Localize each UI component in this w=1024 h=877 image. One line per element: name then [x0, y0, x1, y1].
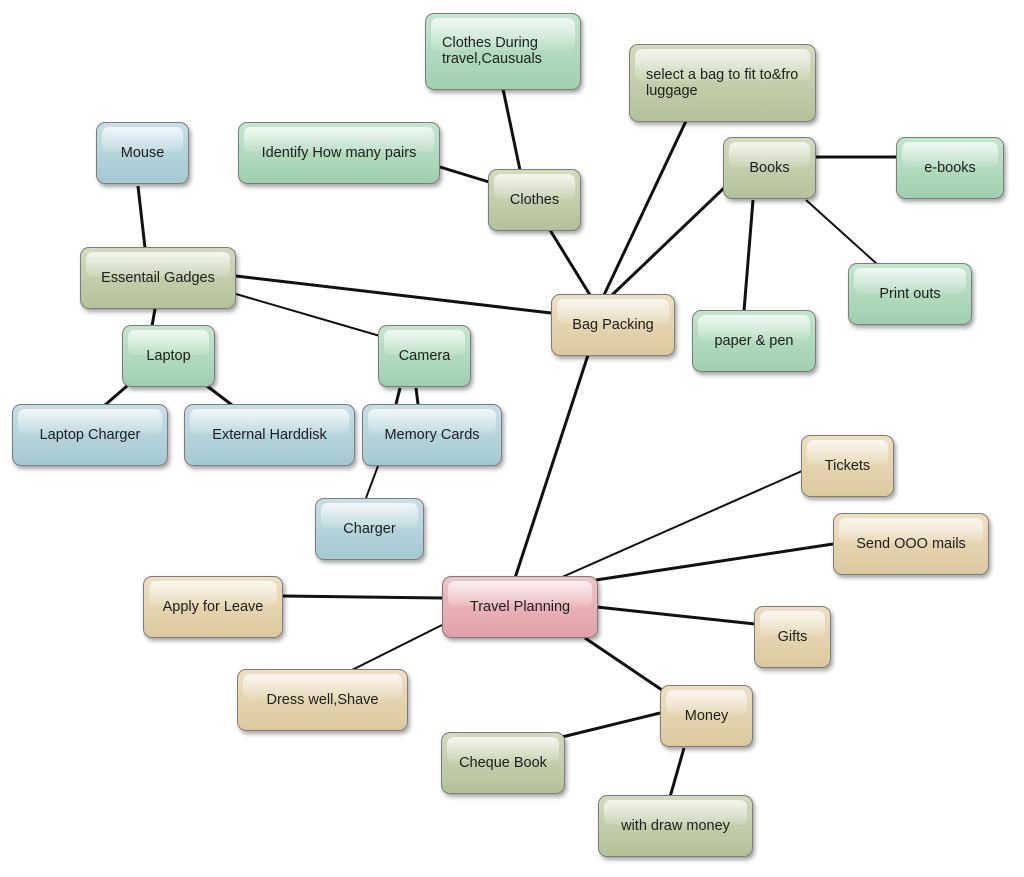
node-label: Essentail Gadges	[101, 270, 215, 286]
edge-memory-charger	[365, 465, 379, 499]
node-clothes[interactable]: Clothes	[488, 169, 581, 231]
node-label: with draw money	[621, 818, 730, 834]
node-label: Cheque Book	[459, 755, 547, 771]
node-ebooks[interactable]: e-books	[896, 137, 1004, 199]
edge-books-print	[805, 199, 878, 265]
node-label: paper & pen	[714, 333, 794, 349]
node-label: Tickets	[824, 458, 871, 474]
edge-travel-tickets	[559, 470, 803, 579]
edge-money-withdraw	[668, 747, 686, 798]
edge-travel-leave	[282, 594, 443, 600]
node-label: Apply for Leave	[162, 599, 264, 615]
node-dress-well[interactable]: Dress well,Shave	[237, 669, 408, 731]
node-label: Print outs	[879, 286, 941, 302]
edge-bag-gadgets	[235, 274, 552, 315]
edge-travel-ooo	[595, 542, 834, 582]
node-label: Clothes	[509, 192, 560, 208]
edge-camera-memory	[394, 387, 420, 405]
node-select-bag[interactable]: select a bag to fit to&fro luggage	[629, 44, 816, 122]
node-label: Books	[749, 160, 790, 176]
edge-gadgets-laptop	[150, 308, 157, 327]
edge-bag-clothes	[548, 229, 592, 296]
node-charger[interactable]: Charger	[315, 498, 424, 560]
node-laptop[interactable]: Laptop	[122, 325, 215, 387]
edge-clothes-pairs	[439, 165, 490, 184]
node-gifts[interactable]: Gifts	[754, 606, 831, 668]
node-send-ooo[interactable]: Send OOO mails	[833, 513, 989, 575]
node-label: Identify How many pairs	[261, 145, 417, 161]
node-label: Camera	[398, 348, 451, 364]
node-label: Money	[684, 708, 729, 724]
node-paper-pen[interactable]: paper & pen	[692, 310, 816, 372]
node-label: Charger	[343, 521, 396, 537]
edge-gadgets-camera	[235, 293, 381, 337]
node-essential-gadgets[interactable]: Essentail Gadges	[80, 247, 236, 309]
node-print-outs[interactable]: Print outs	[848, 263, 972, 325]
edge-laptop-harddisk	[206, 384, 233, 407]
node-label: Laptop Charger	[39, 427, 141, 443]
node-laptop-charger[interactable]: Laptop Charger	[12, 404, 168, 466]
node-identify-pairs[interactable]: Identify How many pairs	[238, 122, 440, 184]
edge-travel-gifts	[596, 605, 756, 626]
node-travel-planning[interactable]: Travel Planning	[442, 576, 598, 638]
edge-laptop-charger	[104, 384, 128, 407]
node-label: External Harddisk	[212, 427, 327, 443]
node-label: Mouse	[120, 145, 165, 161]
node-label: Laptop	[146, 348, 191, 364]
node-tickets[interactable]: Tickets	[801, 435, 894, 497]
edge-books-paper	[742, 199, 755, 312]
node-label: Dress well,Shave	[266, 692, 379, 708]
node-label: e-books	[924, 160, 976, 176]
edge-money-cheque	[561, 711, 661, 739]
node-apply-leave[interactable]: Apply for Leave	[143, 576, 283, 638]
node-label: Send OOO mails	[856, 536, 966, 552]
node-books[interactable]: Books	[723, 137, 816, 199]
edge-gadgets-mouse	[136, 185, 147, 249]
edge-travel-money	[584, 636, 663, 692]
node-money[interactable]: Money	[660, 685, 753, 747]
node-label: Gifts	[777, 629, 808, 645]
node-label: Bag Packing	[572, 317, 654, 333]
node-bag-packing[interactable]: Bag Packing	[551, 294, 675, 356]
edge-bag-select	[602, 120, 688, 296]
node-label: Travel Planning	[469, 599, 571, 615]
node-label: select a bag to fit to&fro luggage	[646, 67, 799, 99]
node-memory-cards[interactable]: Memory Cards	[362, 404, 502, 466]
node-external-harddisk[interactable]: External Harddisk	[184, 404, 355, 466]
node-label: Clothes During travel,Causuals	[442, 35, 542, 67]
edge-travel-dress	[349, 624, 443, 672]
node-withdraw-money[interactable]: with draw money	[598, 795, 753, 857]
node-cheque-book[interactable]: Cheque Book	[441, 732, 565, 794]
node-clothes-during-travel[interactable]: Clothes During travel,Causuals	[425, 13, 581, 90]
node-label: Memory Cards	[384, 427, 480, 443]
edge-clothes-during	[501, 88, 522, 171]
node-camera[interactable]: Camera	[378, 325, 471, 387]
edge-travel-bag	[513, 354, 590, 579]
edge-bag-books	[610, 186, 726, 297]
node-mouse[interactable]: Mouse	[96, 122, 189, 184]
